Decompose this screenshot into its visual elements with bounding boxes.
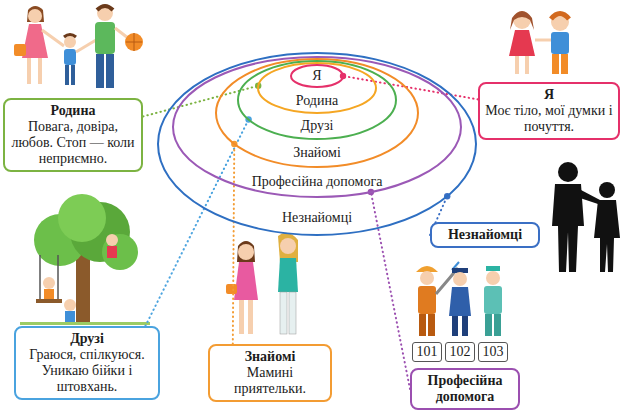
center-ellipse: Я bbox=[290, 64, 344, 88]
leader-line bbox=[145, 116, 251, 326]
ellipse-line bbox=[291, 65, 343, 87]
ellipse-line bbox=[258, 63, 376, 113]
callout-heading: Я bbox=[485, 87, 613, 103]
callout-box: Професійна допомога bbox=[410, 368, 520, 410]
children-illustration bbox=[509, 11, 569, 74]
callout-text: Моє тіло, мої думки і почуття. bbox=[485, 103, 613, 135]
family-illustration bbox=[14, 5, 143, 88]
phone-number: 103 bbox=[481, 344, 505, 360]
dotted-line bbox=[233, 144, 235, 344]
callout-heading: Знайомі bbox=[215, 349, 325, 365]
callout-box: РодинаПовага, довіра, любов. Стоп — коли… bbox=[3, 98, 143, 172]
band-label: Я bbox=[290, 68, 344, 84]
strangers-silhouettes bbox=[552, 162, 620, 272]
band-label: Друзі bbox=[237, 118, 397, 134]
band-ellipse: Незнайомці Професійна допомога Знайомі Друз… bbox=[157, 52, 477, 236]
dotted-line bbox=[343, 76, 478, 99]
ellipse-line bbox=[216, 59, 418, 167]
acquaintances-illustration bbox=[226, 233, 298, 334]
callout-heading: Родина bbox=[10, 103, 136, 119]
callout-box: Незнайомці bbox=[430, 222, 540, 248]
leader-line bbox=[231, 141, 237, 344]
leader-line bbox=[143, 83, 261, 117]
leader-line bbox=[368, 189, 410, 389]
band-ellipse: Родина Я bbox=[257, 62, 377, 114]
callout-text: Мамині приятельки. bbox=[215, 365, 325, 397]
ellipse-line bbox=[173, 57, 461, 197]
dotted-line bbox=[371, 192, 410, 389]
band-label: Знайомі bbox=[215, 145, 419, 161]
callout-box: ЯМоє тіло, мої думки і почуття. bbox=[478, 82, 620, 140]
callout-box: ДрузіГраюся, спілкуюся. Уникаю бійки і ш… bbox=[14, 326, 160, 400]
tree-illustration bbox=[20, 194, 150, 325]
band-ellipse: Професійна допомога Знайомі Друзі Родина Я bbox=[172, 56, 462, 198]
callout-text: Повага, довіра, любов. Стоп — коли непри… bbox=[10, 119, 136, 167]
band-label: Професійна допомога bbox=[172, 174, 462, 190]
callout-text: Граюся, спілкуюся. Уникаю бійки і штовха… bbox=[21, 347, 153, 395]
callout-heading: Друзі bbox=[21, 331, 153, 347]
phone-number-box: 101 bbox=[412, 342, 442, 362]
callout-heading: Незнайомці bbox=[437, 227, 533, 243]
phone-number-box: 103 bbox=[478, 342, 508, 362]
band-ellipse: Знайомі Друзі Родина Я bbox=[215, 58, 419, 168]
band-ellipse: Друзі Родина Я bbox=[237, 60, 397, 140]
professionals-illustration bbox=[416, 262, 502, 336]
phone-number: 102 bbox=[448, 344, 472, 360]
phone-number: 101 bbox=[415, 344, 439, 360]
band-label: Незнайомці bbox=[157, 210, 477, 226]
callout-box: ЗнайоміМамині приятельки. bbox=[208, 344, 332, 402]
callout-heading: Професійна допомога bbox=[417, 373, 513, 405]
ellipse-line bbox=[238, 61, 396, 139]
phone-number-box: 102 bbox=[445, 342, 475, 362]
band-label: Родина bbox=[257, 93, 377, 109]
ellipse-line bbox=[158, 53, 476, 235]
leader-line bbox=[340, 73, 478, 100]
